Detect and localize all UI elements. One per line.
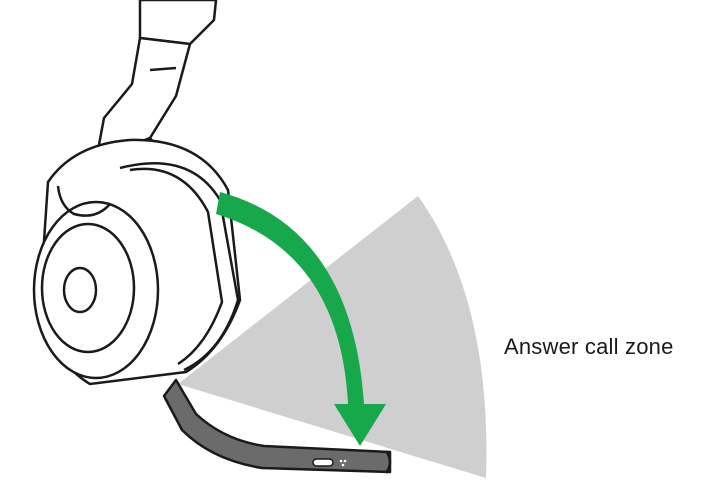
rotation-arrow-icon — [216, 192, 386, 446]
microphone-boom-icon — [162, 378, 392, 474]
answer-call-zone — [178, 196, 487, 478]
answer-call-zone-label: Answer call zone — [504, 334, 674, 359]
headset-earcup-icon — [32, 138, 242, 386]
